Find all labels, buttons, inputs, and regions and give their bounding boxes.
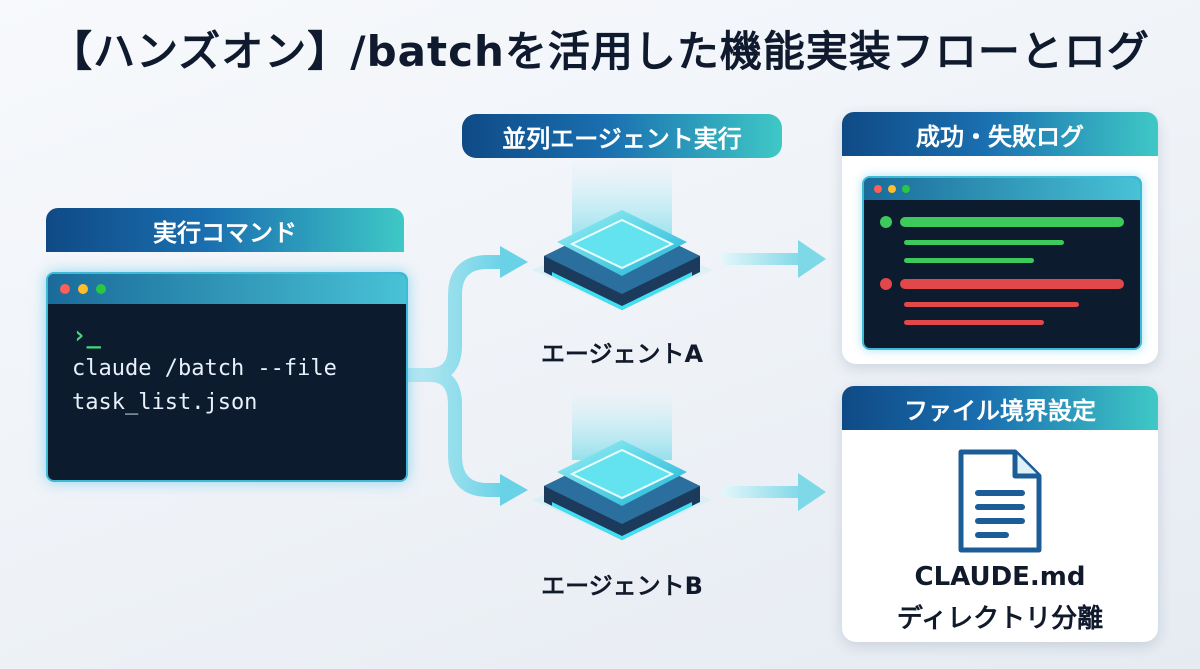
agent-node-b-icon xyxy=(532,390,712,540)
branch-arrow xyxy=(397,255,512,497)
success-log-entry xyxy=(880,216,1124,263)
terminal-title-bar xyxy=(48,274,406,304)
terminal-prompt: ›_ xyxy=(72,321,101,349)
file-name: CLAUDE.md xyxy=(914,562,1086,592)
result-arrow-bottom xyxy=(722,473,826,511)
maximize-dot-icon xyxy=(902,185,910,193)
close-dot-icon xyxy=(60,284,70,294)
page-title: 【ハンズオン】/batchを活用した機能実装フローとログ xyxy=(50,27,1150,76)
file-boundary-header: ファイル境界設定 xyxy=(842,386,1158,430)
agent-node-a-icon xyxy=(532,160,712,310)
maximize-dot-icon xyxy=(96,284,106,294)
agent-b-label: エージェントB xyxy=(541,572,703,600)
minimize-dot-icon xyxy=(888,185,896,193)
log-lines xyxy=(880,216,1124,325)
log-title-bar xyxy=(864,178,1140,200)
minimize-dot-icon xyxy=(78,284,88,294)
log-terminal xyxy=(862,176,1142,350)
command-line-2: task_list.json xyxy=(72,390,258,415)
document-icon xyxy=(958,449,1042,553)
command-line-1: claude /batch --file xyxy=(72,356,337,381)
close-dot-icon xyxy=(874,185,882,193)
command-header: 実行コマンド xyxy=(46,208,404,252)
agent-a-label: エージェントA xyxy=(540,340,704,368)
failure-log-entry xyxy=(880,278,1124,325)
command-terminal: ›_ claude /batch --file task_list.json xyxy=(46,272,408,482)
result-arrow-top xyxy=(722,240,826,278)
agents-header: 並列エージェント実行 xyxy=(462,114,782,158)
log-header: 成功・失敗ログ xyxy=(842,112,1158,156)
file-boundary-caption: ディレクトリ分離 xyxy=(896,604,1104,634)
